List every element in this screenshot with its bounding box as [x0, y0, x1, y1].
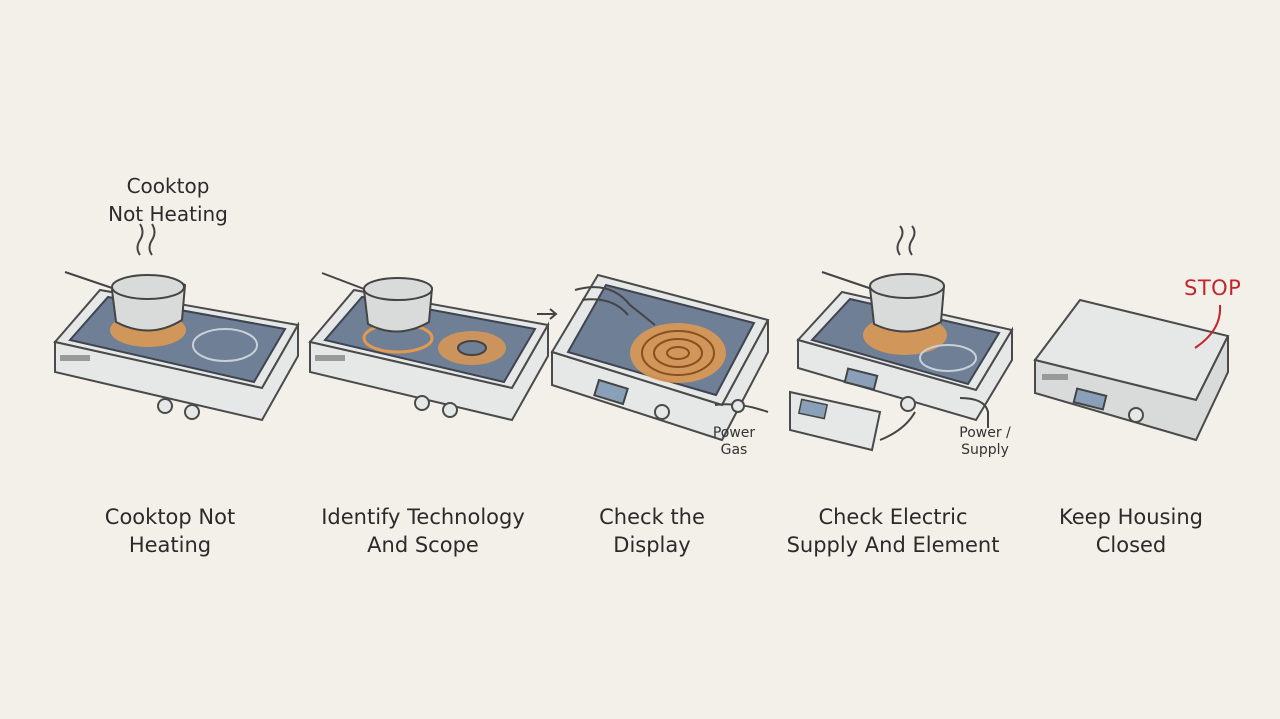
keep-housing-closed-illustration: [1033, 298, 1230, 442]
step-2-label: Identify Technology And Scope: [321, 505, 525, 557]
identify-technology-illustration: [308, 272, 550, 422]
power-gas-note: Power Gas: [712, 425, 756, 458]
flow-arrow: [537, 308, 558, 320]
step-3-label: Check the Display: [599, 505, 705, 557]
check-display-illustration: [550, 273, 770, 442]
step-4-label: Check Electric Supply And Element: [786, 505, 1000, 557]
step-5-label: Keep Housing Closed: [1059, 505, 1203, 557]
power-supply-note: Power / Supply: [959, 425, 1011, 458]
cooktop-not-heating-illustration: [53, 223, 300, 422]
heading-cooktop-not-heating: Cooktop Not Heating: [108, 174, 228, 226]
stop-note: STOP: [1184, 276, 1242, 300]
check-electric-supply-illustration: [789, 225, 1014, 452]
step-1-label: Cooktop Not Heating: [104, 505, 236, 557]
